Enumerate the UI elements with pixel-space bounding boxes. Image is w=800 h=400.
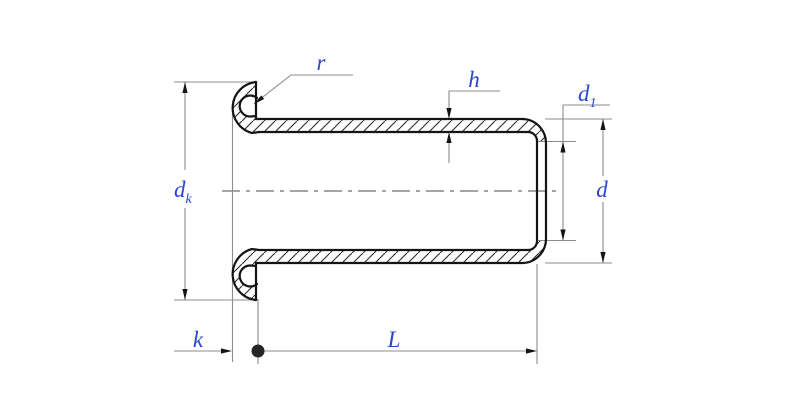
arrow-dk-bottom	[182, 289, 188, 300]
rivet-bore-inner-wall	[257, 130, 539, 252]
arrow-d-bottom	[600, 252, 606, 263]
rivet-section-outline	[231, 80, 548, 302]
rivet-shank-outer-wall	[254, 117, 548, 265]
label-shank-diameter: d	[596, 177, 608, 202]
arrow-d1-top	[560, 141, 566, 153]
label-head-height: k	[193, 327, 204, 352]
label-bore-diameter: d1	[578, 81, 597, 111]
arrow-h-down	[446, 108, 452, 119]
arrow-d-top	[600, 119, 606, 130]
label-wall-thickness: h	[468, 67, 480, 92]
section-hatch-fill	[232, 82, 546, 300]
label-radius: r	[317, 50, 327, 75]
arrow-d1-bottom	[560, 229, 566, 241]
dim-head-height	[174, 106, 234, 362]
arrowheads	[182, 82, 606, 358]
rivet-head-bottom-curl	[231, 247, 261, 302]
leader-radius	[253, 74, 353, 105]
arrow-h-up	[446, 132, 452, 143]
dimension-labels: r h d1 dk d k L	[174, 50, 608, 352]
dim-bore-diameter	[538, 104, 610, 242]
label-length: L	[387, 327, 401, 352]
dimension-lines	[174, 74, 612, 364]
dim-head-diameter	[174, 81, 258, 301]
arrow-k	[221, 348, 232, 354]
length-origin-dot	[251, 344, 265, 358]
arrow-dk-top	[182, 82, 188, 93]
rivet-head-top-curl	[231, 80, 261, 135]
label-head-diameter: dk	[174, 177, 193, 207]
arrow-l	[526, 348, 537, 354]
